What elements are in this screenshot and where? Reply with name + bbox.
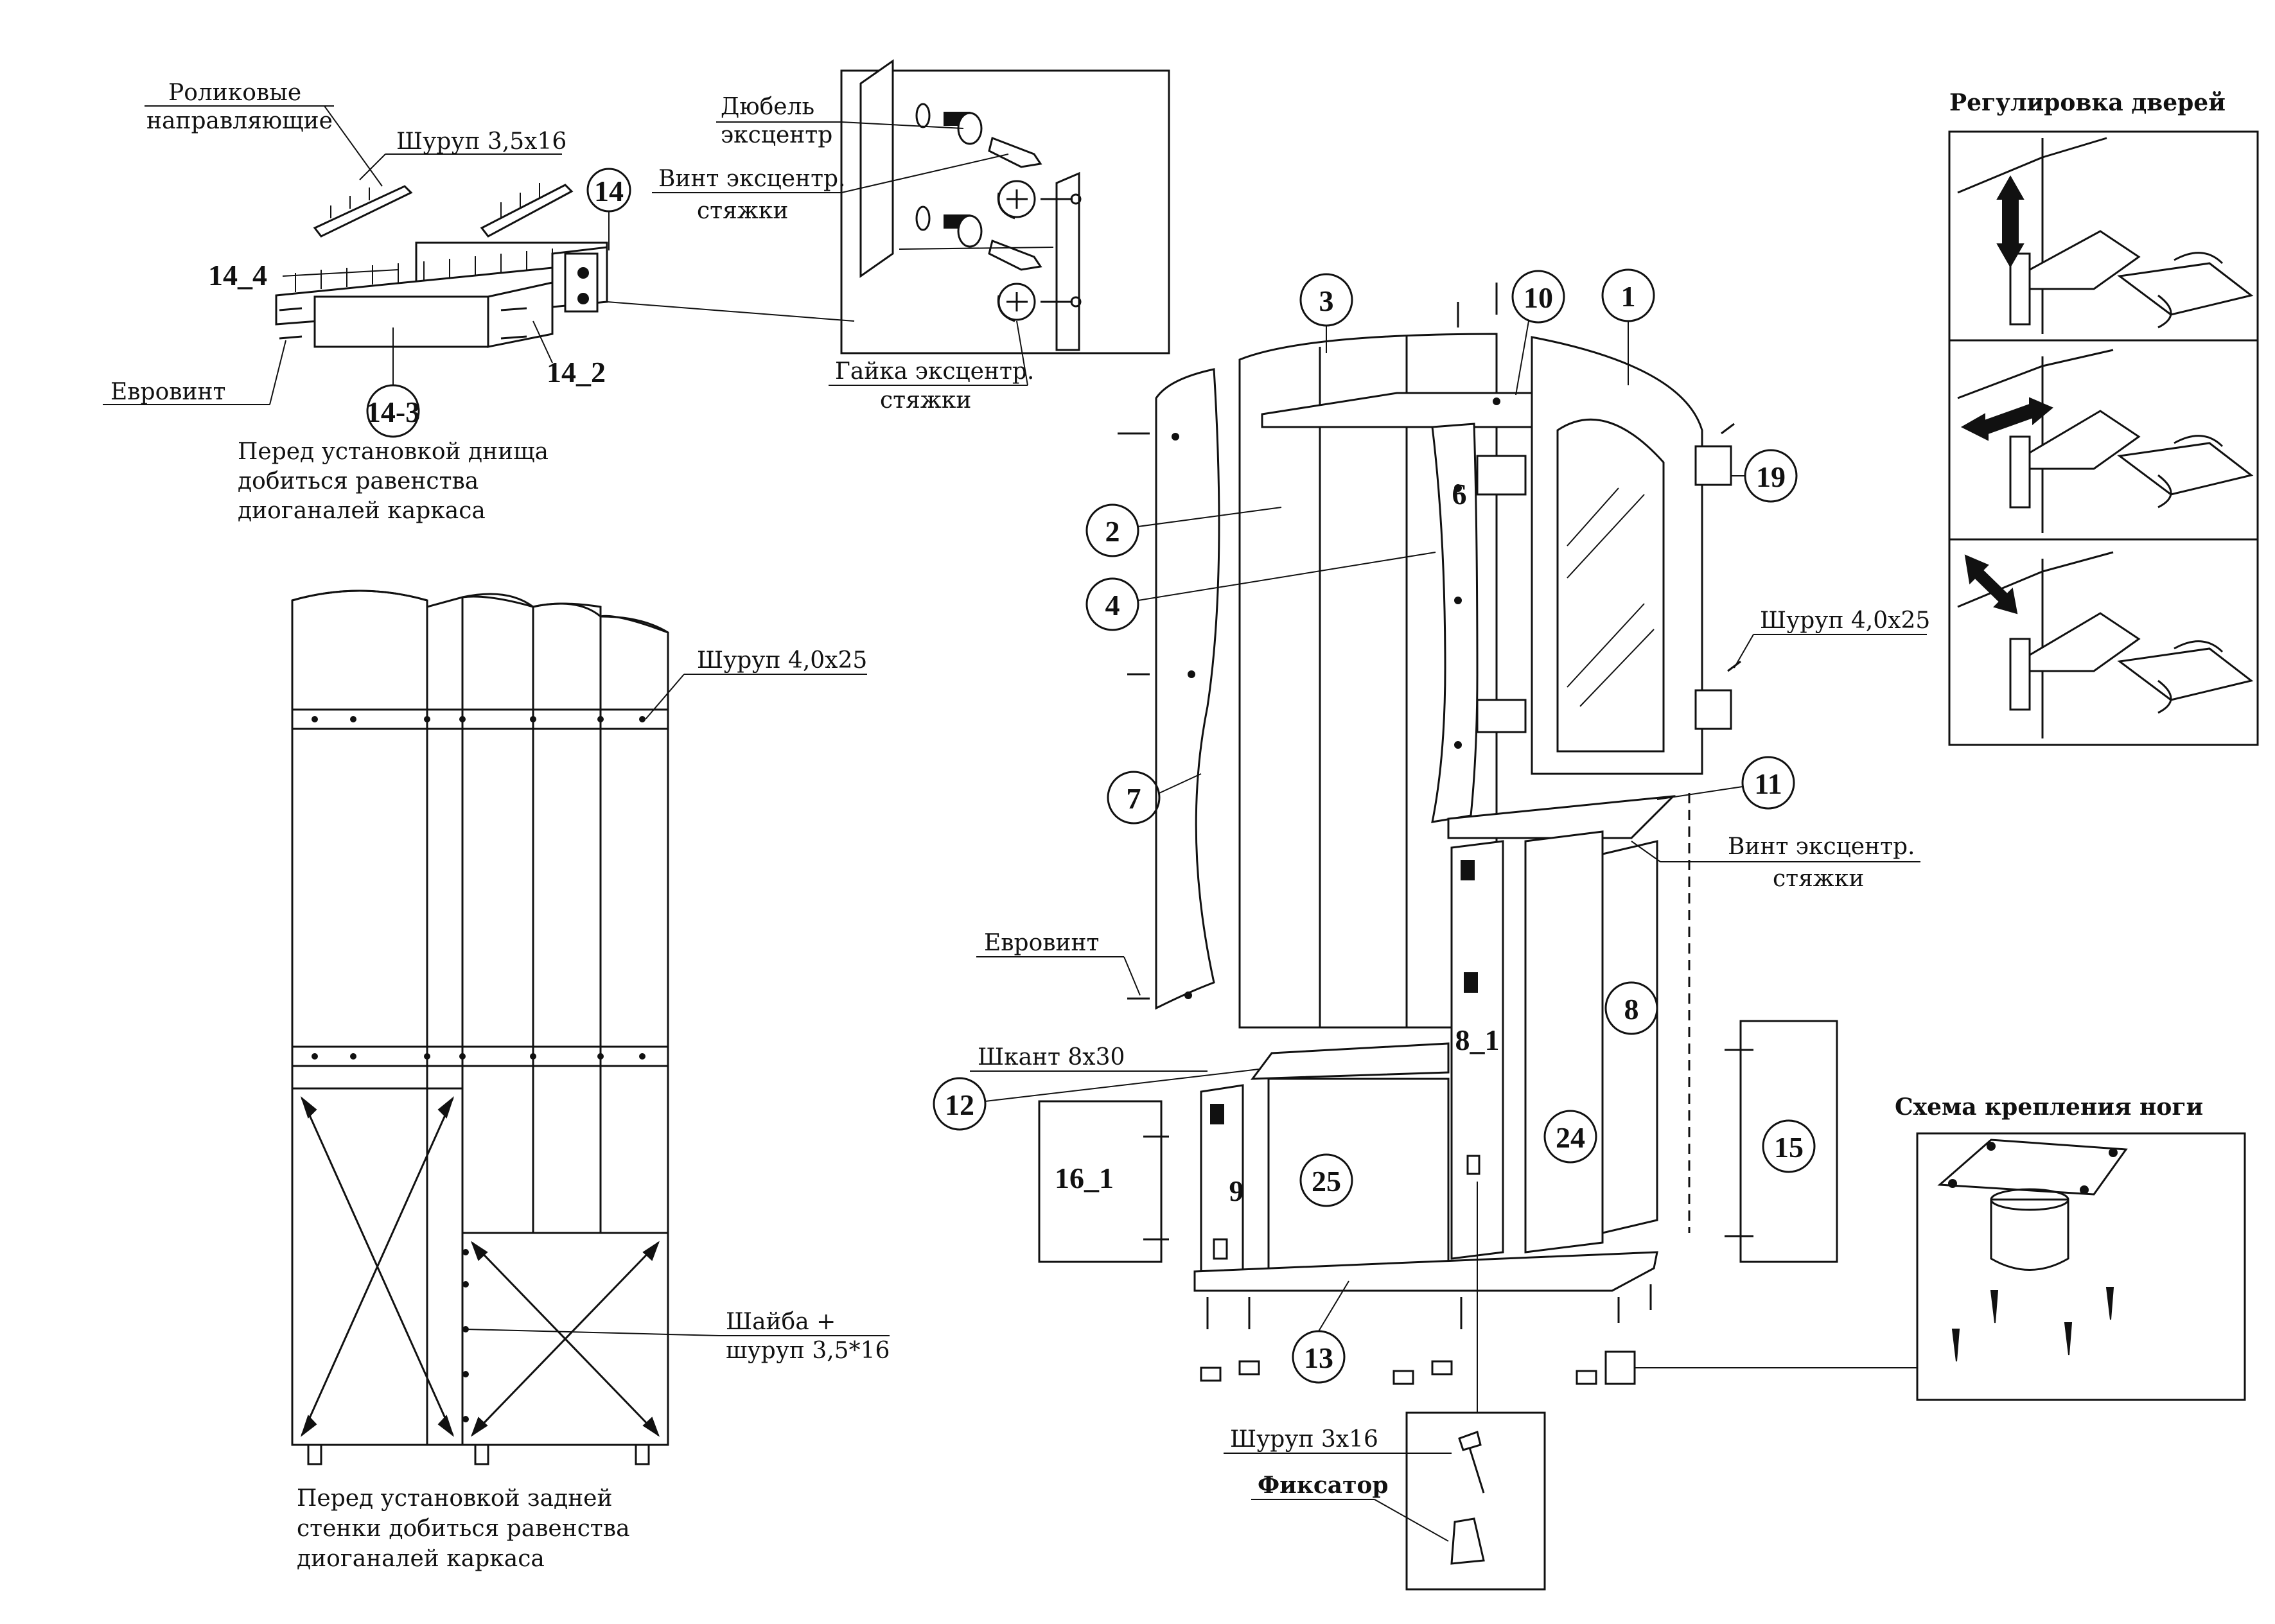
svg-text:4: 4 (1105, 589, 1120, 622)
callout-19: 19 (1731, 449, 1798, 503)
latch-detail-box: Шуруп 3х16 Фиксатор (1224, 1182, 1546, 1591)
label-ecc-screw-main-line2: стяжки (1773, 866, 1864, 892)
drawer-box (275, 241, 608, 348)
callout-11: 11 (1656, 756, 1795, 810)
svg-text:12: 12 (945, 1088, 974, 1121)
label-screw-3-5x16: Шуруп 3,5х16 (396, 128, 567, 155)
label-dowel-line1: Дюбель (721, 94, 814, 120)
svg-text:9: 9 (1229, 1174, 1244, 1207)
svg-text:14_2: 14_2 (547, 356, 606, 389)
label-ecc-screw-line1: Винт эксцентр. (658, 166, 845, 192)
leg-scheme-title: Схема крепления ноги (1895, 1094, 2203, 1121)
svg-text:13: 13 (1304, 1341, 1333, 1374)
callout-14-4: 14_4 (208, 259, 399, 292)
label-washer-screw-line2: шуруп 3,5*16 (726, 1338, 890, 1364)
svg-text:3: 3 (1319, 284, 1334, 317)
callout-10: 10 (1511, 270, 1565, 396)
leg-mounting-panel: Схема крепления ноги (1895, 1094, 2246, 1401)
back-note-line2: стенки добиться равенства (297, 1515, 630, 1542)
roller-guide-right (480, 183, 574, 238)
label-ecc-nut-line1: Гайка эксцентр. (835, 358, 1034, 385)
svg-text:1: 1 (1621, 280, 1636, 313)
svg-text:11: 11 (1754, 767, 1782, 800)
label-ecc-nut-line2: стяжки (880, 387, 971, 414)
label-ecc-screw-line2: стяжки (697, 198, 788, 224)
svg-text:16_1: 16_1 (1055, 1162, 1114, 1194)
svg-text:14: 14 (594, 175, 624, 207)
label-euroscrew-top: Евровинт (110, 379, 225, 405)
callout-4: 4 (1085, 552, 1436, 631)
callout-25: 25 (1299, 1153, 1353, 1207)
svg-text:24: 24 (1556, 1121, 1585, 1154)
drawer-assembly: Роликовые направляющие Шуруп 3,5х16 (103, 80, 855, 524)
svg-text:8: 8 (1624, 993, 1639, 1026)
label-roller-guides-line1: Роликовые (168, 80, 301, 106)
callout-14-2: 14_2 (532, 320, 606, 389)
callout-13: 13 (1292, 1280, 1349, 1384)
callout-1: 1 (1601, 268, 1655, 385)
label-screw-4x25-back: Шуруп 4,0х25 (697, 647, 867, 674)
door-adjust-step-3 (1948, 538, 2259, 746)
callout-7: 7 (1107, 771, 1202, 825)
label-screw-3x16: Шуруп 3х16 (1230, 1426, 1378, 1453)
back-note-line3: диоганалей каркаса (297, 1546, 545, 1572)
callout-8-1: 8_1 (1455, 1024, 1500, 1056)
svg-text:10: 10 (1524, 281, 1553, 314)
svg-text:7: 7 (1127, 782, 1141, 815)
drawer-note-line1: Перед установкой днища (238, 439, 549, 465)
label-latch: Фиксатор (1258, 1472, 1389, 1499)
svg-text:6: 6 (1452, 478, 1467, 511)
svg-text:25: 25 (1312, 1165, 1341, 1198)
main-exploded-view: 1 3 10 2 4 6 7 19 11 8 8_1 24 25 9 16_1 … (933, 268, 1930, 1385)
label-euroscrew-main: Евровинт (984, 930, 1099, 956)
callout-14: 14 (586, 168, 631, 213)
label-roller-guides-line2: направляющие (146, 108, 333, 134)
callout-6: 6 (1452, 478, 1467, 511)
callout-24: 24 (1543, 1110, 1597, 1164)
callout-3: 3 (1299, 273, 1353, 353)
door-adjust-title: Регулировка дверей (1949, 89, 2226, 116)
label-dowel-line2: эксцентр (721, 122, 832, 148)
roller-guide-left (313, 185, 413, 238)
svg-text:14-3: 14-3 (366, 396, 420, 428)
svg-text:19: 19 (1756, 460, 1786, 493)
label-ecc-screw-main-line1: Винт эксцентр. (1728, 834, 1915, 860)
label-washer-screw-line1: Шайба + (726, 1309, 836, 1335)
eccentric-detail-box: Дюбель эксцентр Винт эксцентр. стяжки Га… (652, 59, 1170, 414)
drawer-note-line3: диоганалей каркаса (238, 498, 486, 524)
svg-text:14_4: 14_4 (208, 259, 267, 292)
svg-text:15: 15 (1774, 1131, 1804, 1164)
door-adjustment-panel: Регулировка дверей (1948, 89, 2259, 746)
back-note-line1: Перед установкой задней (297, 1485, 612, 1512)
drawer-note-line2: добиться равенства (238, 468, 479, 494)
callout-16-1: 16_1 (1055, 1162, 1114, 1194)
svg-text:2: 2 (1105, 515, 1120, 548)
callout-14-3: 14-3 (366, 327, 420, 438)
callout-2: 2 (1085, 503, 1282, 557)
callout-12: 12 (933, 1069, 1260, 1131)
label-dowel-8x30: Шкант 8х30 (978, 1044, 1125, 1070)
svg-text:8_1: 8_1 (1455, 1024, 1500, 1056)
label-screw-4x25-main: Шуруп 4,0х25 (1760, 607, 1930, 634)
callout-9: 9 (1229, 1174, 1244, 1207)
callout-15: 15 (1762, 1119, 1816, 1173)
back-view-frame: Шуруп 4,0х25 Шайба + шуруп 3,5*16 Перед … (291, 589, 890, 1572)
callout-8: 8 (1604, 981, 1658, 1035)
